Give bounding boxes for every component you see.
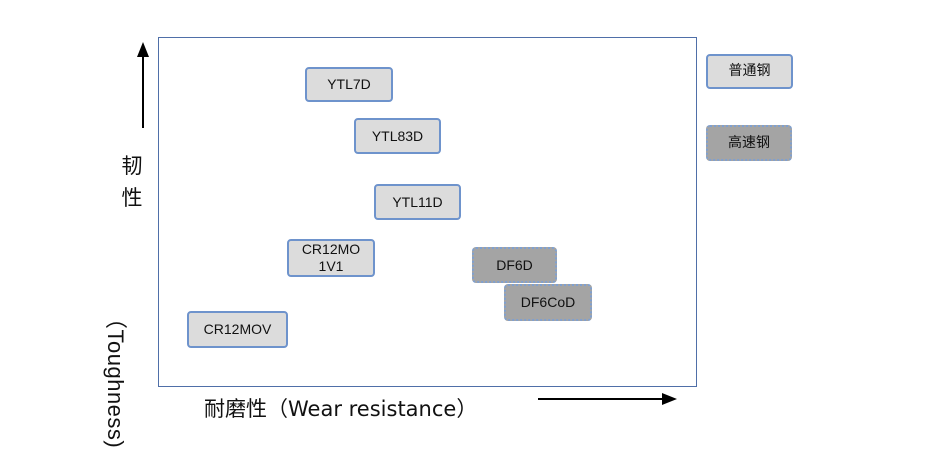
steel-box-df6d: DF6D — [472, 247, 557, 283]
steel-box-cr12mo1v1: CR12MO 1V1 — [287, 239, 375, 277]
plot-area — [158, 37, 697, 387]
legend-normal-steel: 普通钢 — [706, 54, 793, 89]
steel-box-ytl83d: YTL83D — [354, 118, 441, 154]
y-axis-label-char: 韧 — [121, 154, 143, 178]
steel-box-ytl11d: YTL11D — [374, 184, 461, 220]
y-axis-label-char: 性 — [121, 186, 143, 210]
steel-box-cr12mov: CR12MOV — [187, 311, 288, 348]
steel-box-df6cod: DF6CoD — [504, 284, 592, 321]
steel-label: DF6CoD — [520, 294, 576, 310]
steel-label: YTL7D — [327, 76, 371, 92]
x-axis-label: 耐磨性（Wear resistance） — [204, 397, 478, 421]
legend-high-speed-steel: 高速钢 — [706, 125, 792, 161]
y-axis-arrow-head — [137, 42, 149, 57]
steel-label: YTL11D — [392, 193, 443, 210]
steel-label: YTL83D — [371, 127, 424, 144]
y-axis-label-zh: 韧 性 — [112, 150, 152, 214]
steel-label-line2: 1V1 — [318, 258, 344, 274]
y-axis-label-en: （Toughness) — [103, 307, 128, 449]
x-axis-arrow-head — [662, 393, 677, 405]
steel-label: DF6D — [496, 256, 533, 273]
steel-label: CR12MOV — [203, 321, 272, 337]
steel-box-ytl7d: YTL7D — [305, 67, 393, 102]
steel-label-line1: CR12MO — [301, 241, 361, 257]
legend-label: 普通钢 — [728, 63, 771, 79]
legend-label: 高速钢 — [728, 134, 770, 151]
